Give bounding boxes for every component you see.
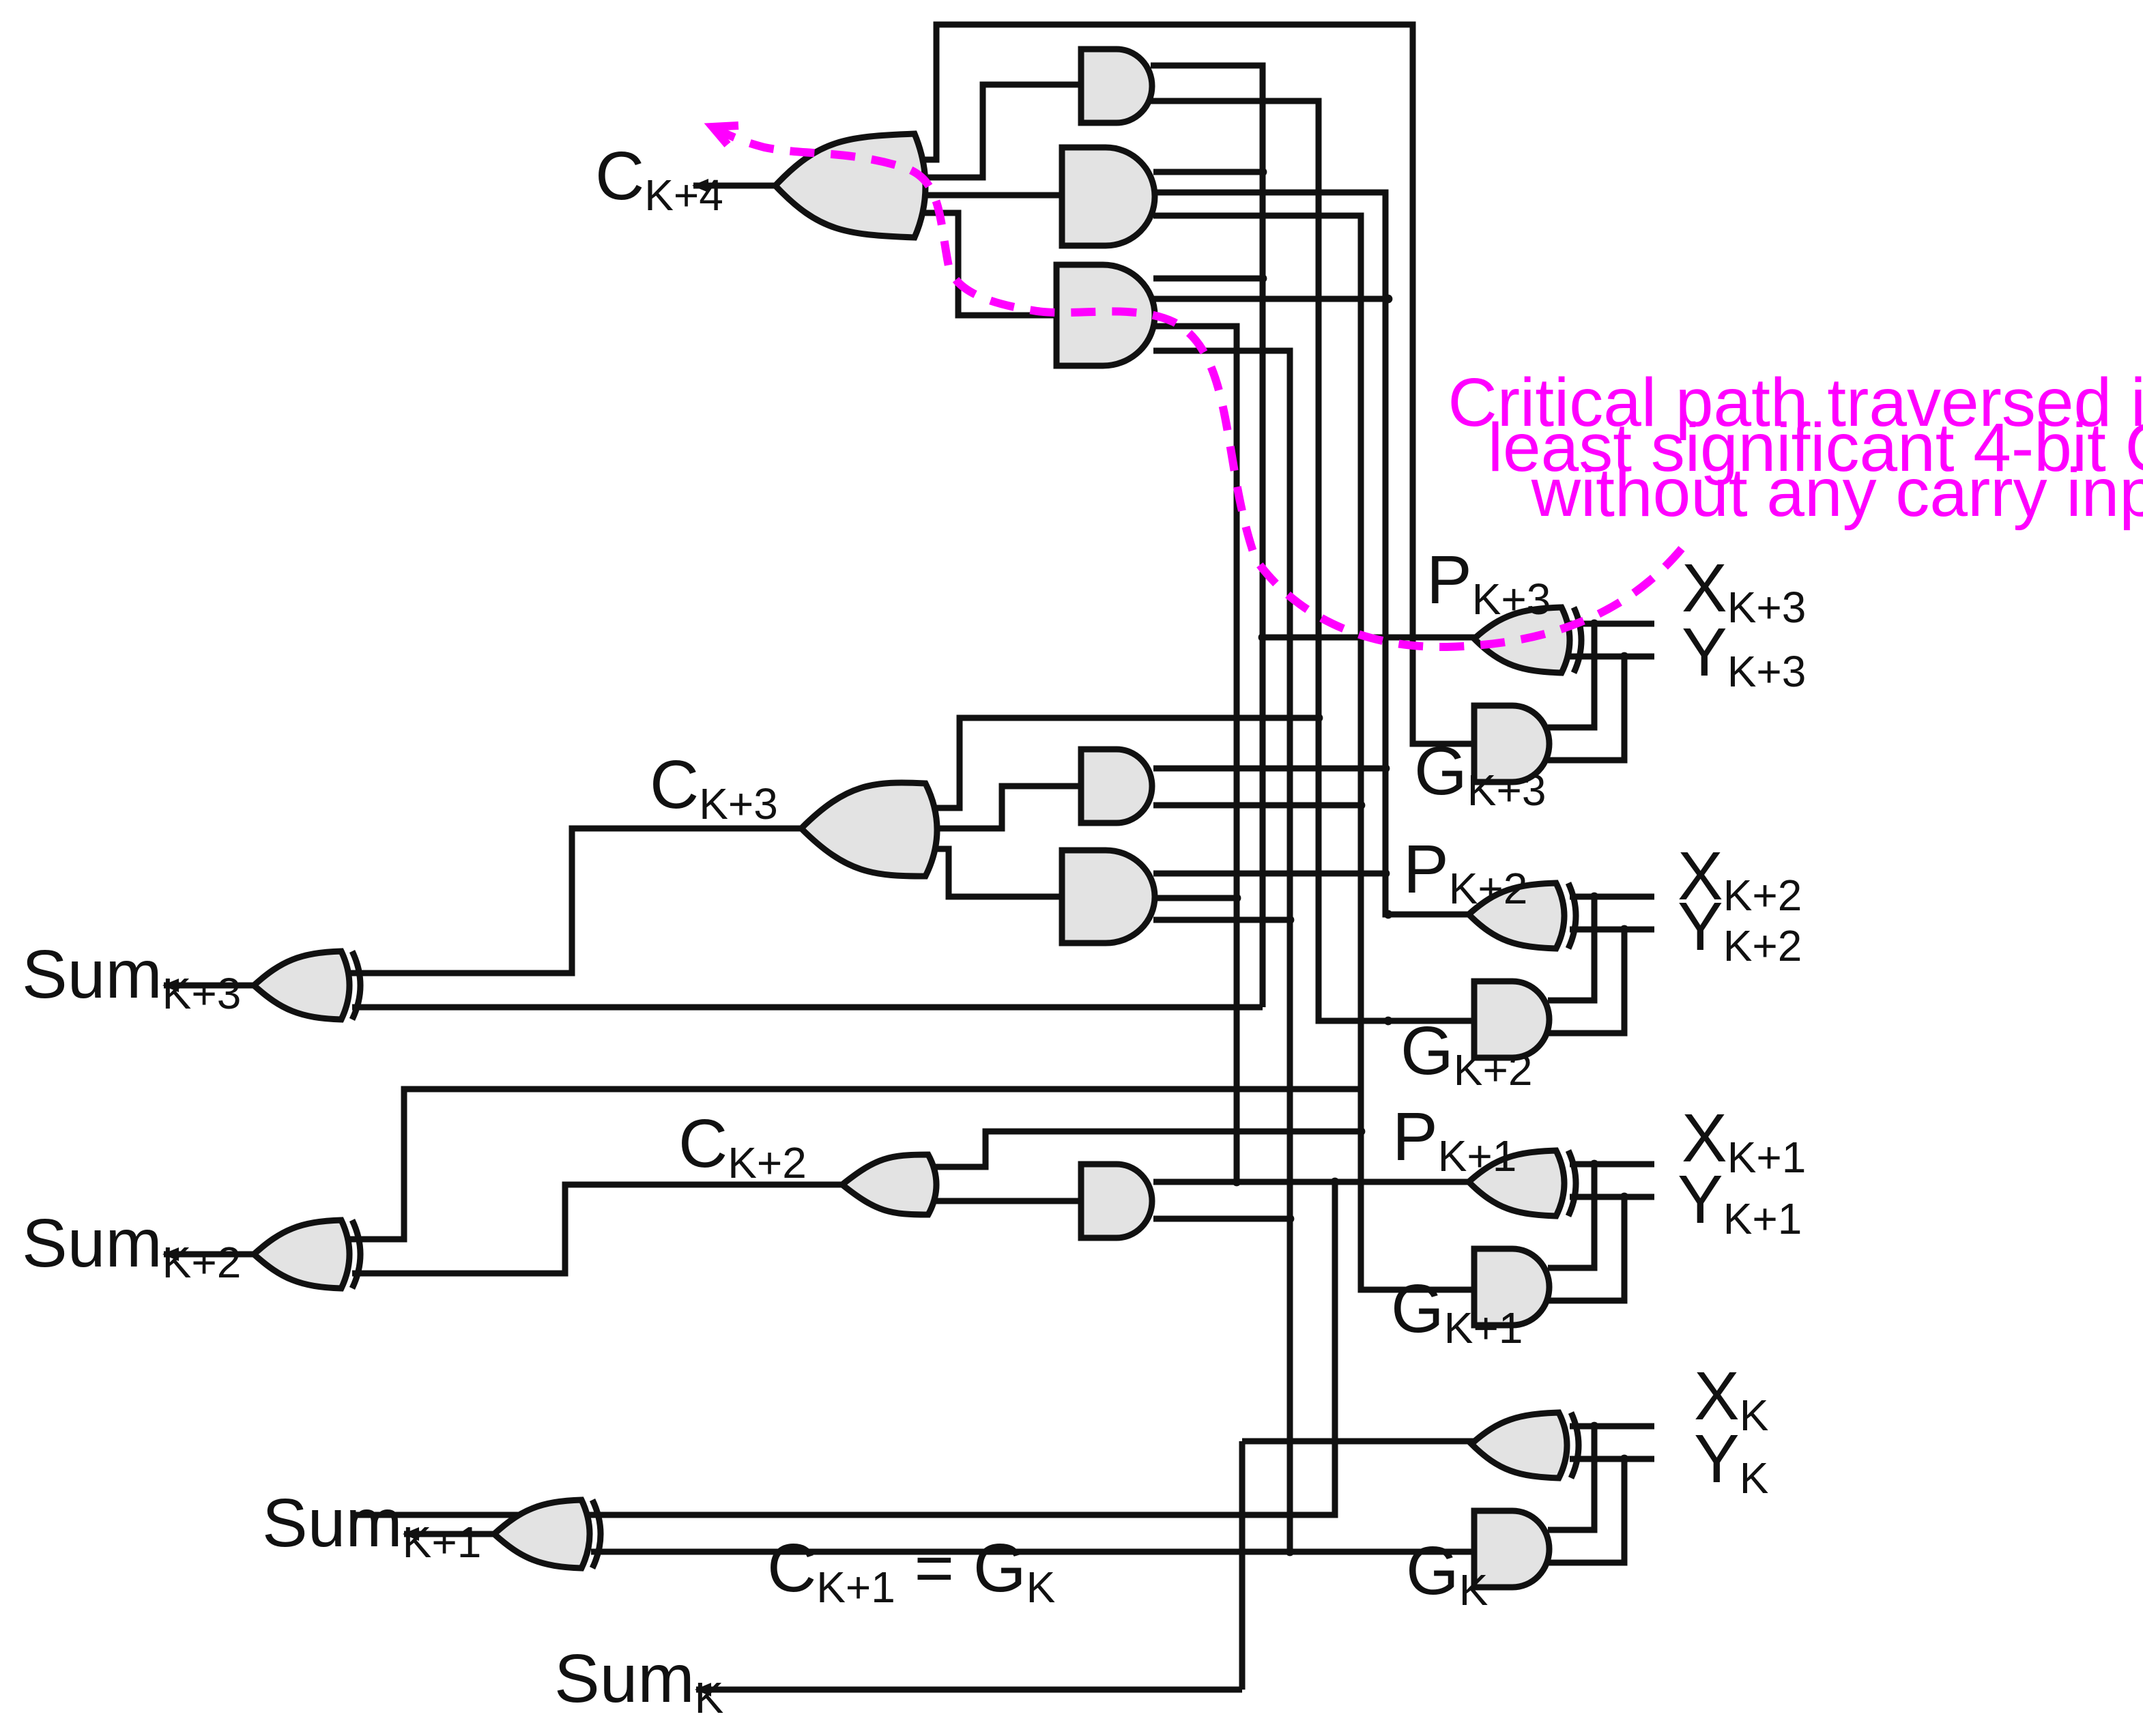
label-y-k3: YK+3 [1682, 614, 1806, 696]
and-gate-ck3-1 [1078, 746, 1155, 826]
and-gate-gk2 [1471, 978, 1553, 1061]
label-sum-k: SumK [554, 1640, 723, 1722]
and-gate-ck3-2 [1059, 847, 1158, 946]
logic-gates [249, 46, 1585, 1591]
and-gate-gk [1471, 1507, 1553, 1591]
and-gate-ck4-2 [1059, 144, 1158, 249]
wires [162, 21, 1654, 1696]
label-x-k3: XK+3 [1682, 550, 1806, 632]
and-gate-ck4-1 [1078, 46, 1155, 126]
label-y-k: YK [1694, 1421, 1768, 1503]
label-sum-k2: SumK+2 [22, 1205, 241, 1287]
label-p-k3: PK+3 [1426, 542, 1551, 624]
signal-labels: CK+4 CK+3 CK+2 CK+1 = GK SumK+3 SumK+2 S… [22, 138, 1806, 1722]
xor-gate-sum-k1 [489, 1496, 604, 1572]
label-g-k2: GK+2 [1400, 1013, 1532, 1095]
label-g-k1: GK+1 [1391, 1271, 1523, 1352]
annotation-line-1: Critical path traversed in the [1448, 364, 2143, 441]
label-x-k2: XK+2 [1678, 838, 1802, 920]
critical-path-curve [704, 121, 1685, 652]
annotation-line-3: without any carry input [1531, 454, 2143, 531]
label-y-k1: YK+1 [1678, 1161, 1802, 1243]
label-sum-k1: SumK+1 [262, 1485, 481, 1567]
label-g-k3: GK+3 [1414, 733, 1546, 815]
xor-gate-pk1 [1464, 1147, 1579, 1219]
or-gate-ck3 [796, 779, 940, 880]
critical-path-annotation: Critical path traversed in the least sig… [1448, 364, 2143, 531]
label-x-k1: XK+1 [1682, 1100, 1806, 1182]
annotation-line-2: least significant 4-bit CLA [1488, 409, 2143, 486]
and-gate-gk1 [1471, 1245, 1553, 1329]
label-p-k1: PK+1 [1392, 1099, 1516, 1181]
label-x-k: XK [1694, 1358, 1768, 1440]
xor-gate-sum-k2 [249, 1217, 364, 1292]
label-c-k4: CK+4 [595, 138, 723, 220]
xor-gate-pk2 [1464, 880, 1579, 952]
label-sum-k3: SumK+3 [22, 936, 241, 1018]
label-p-k2: PK+2 [1403, 831, 1527, 913]
label-c-k1-eq-g-k: CK+1 = GK [767, 1530, 1055, 1612]
junction-dots [1232, 167, 1629, 1557]
label-c-k2: CK+2 [678, 1105, 807, 1187]
xor-gate-pk [1467, 1409, 1582, 1481]
label-c-k3: CK+3 [650, 747, 778, 828]
critical-path-arrowhead [704, 121, 739, 147]
label-g-k: GK [1406, 1533, 1488, 1615]
or-gate-ck2 [837, 1151, 940, 1218]
and-gate-gk3 [1471, 702, 1553, 785]
xor-gate-sum-k3 [249, 948, 364, 1023]
label-y-k2: YK+2 [1678, 888, 1802, 970]
and-gate-ck2-1 [1078, 1161, 1155, 1241]
